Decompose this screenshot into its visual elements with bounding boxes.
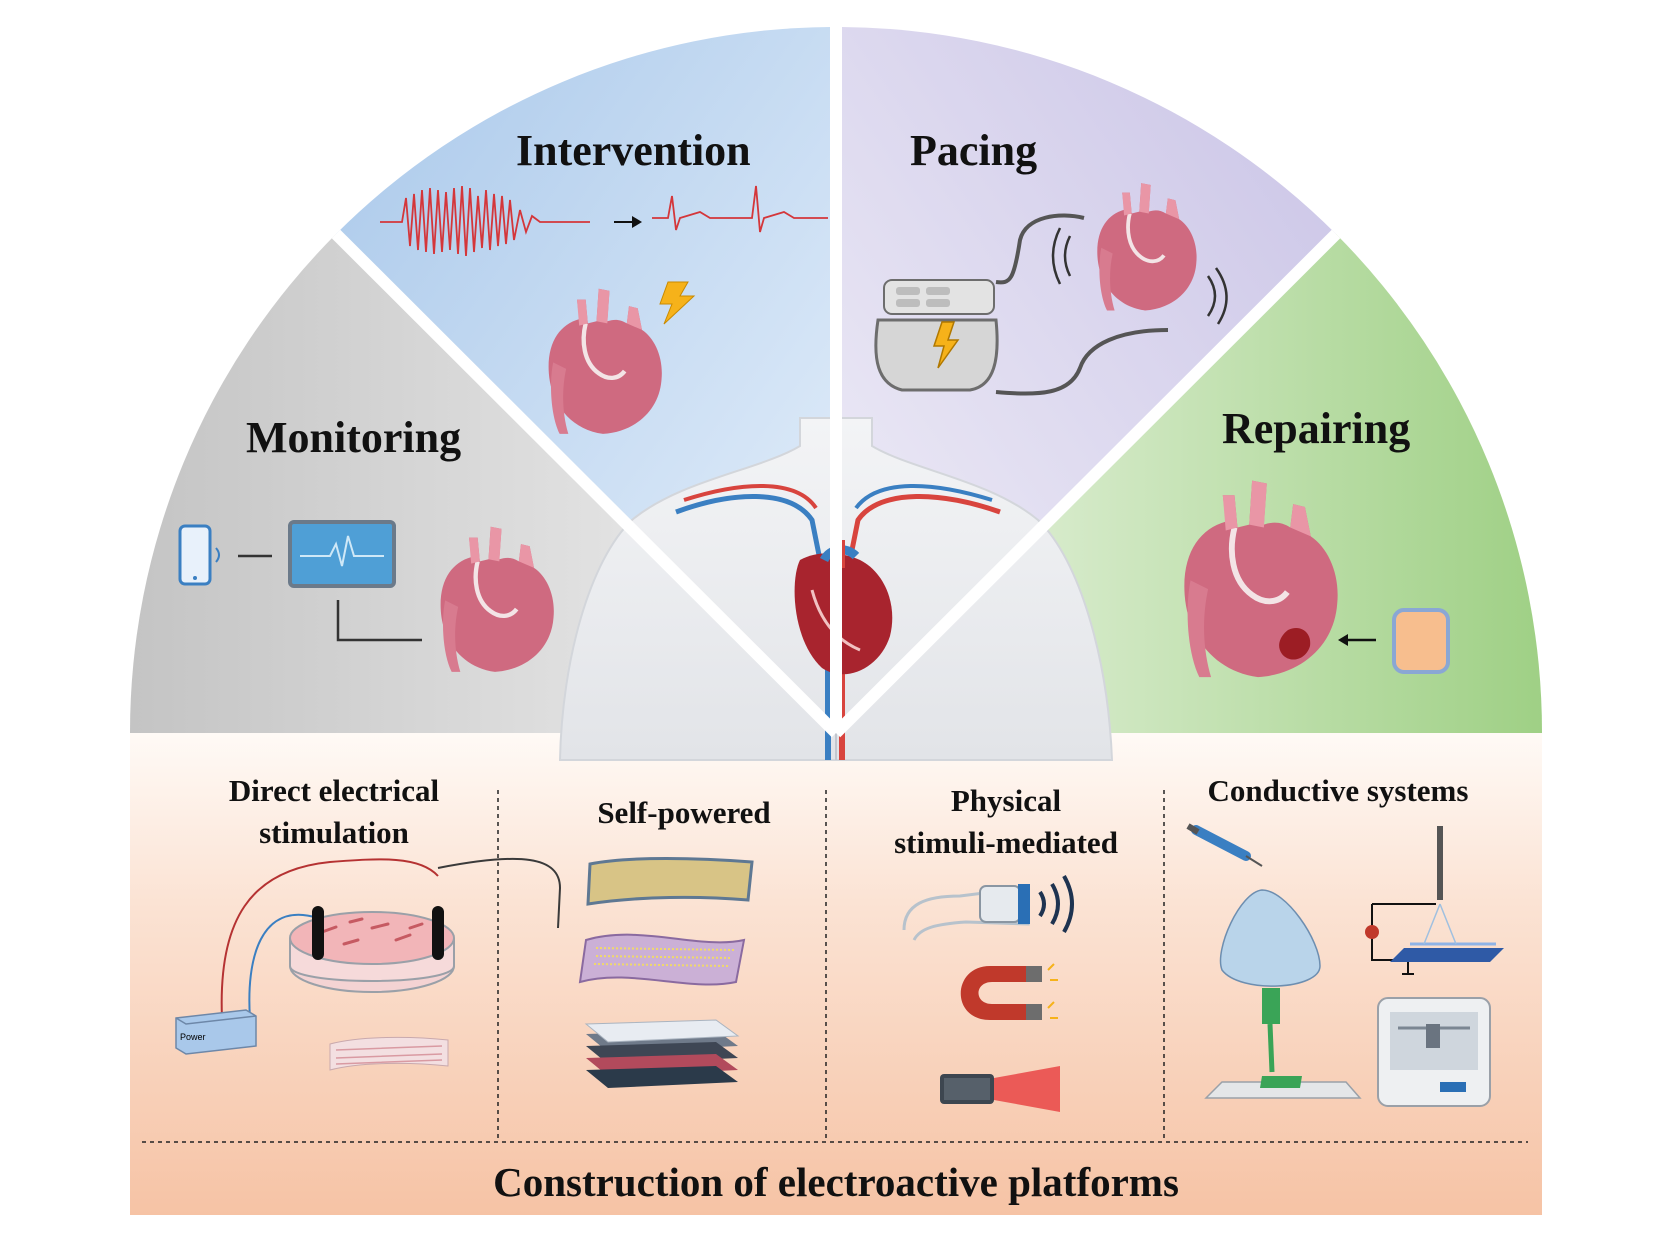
magnet-icon bbox=[960, 963, 1058, 1020]
monitoring-title: Monitoring bbox=[246, 413, 462, 462]
syringe-icon bbox=[1186, 823, 1263, 867]
repairing-title: Repairing bbox=[1222, 404, 1411, 453]
sinus-rhythm-waveform bbox=[652, 185, 828, 233]
pacing-title: Pacing bbox=[910, 126, 1038, 175]
electrospinning-icon bbox=[1365, 826, 1504, 975]
ultrasound-probe-icon bbox=[902, 875, 1074, 941]
ecg-monitor-icon bbox=[288, 520, 396, 588]
direct-stimulation-line1: Direct electrical bbox=[228, 773, 440, 808]
smartphone-icon bbox=[178, 524, 220, 586]
lightning-icon bbox=[659, 281, 696, 325]
physical-stimuli-line2: stimuli-mediated bbox=[894, 825, 1118, 860]
fibrillation-waveform bbox=[380, 185, 590, 257]
conductive-systems-title: Conductive systems bbox=[1207, 773, 1469, 808]
pacemaker-icon bbox=[874, 279, 999, 392]
physical-stimuli-line1: Physical bbox=[950, 783, 1062, 818]
footer-title: Construction of electroactive platforms bbox=[493, 1159, 1179, 1205]
physical-stimuli-title: Physical stimuli-mediated bbox=[868, 780, 1144, 864]
pacing-lead-lower bbox=[995, 328, 1169, 396]
artery-right bbox=[847, 493, 1001, 561]
extrusion-printing-icon bbox=[1204, 988, 1362, 1099]
light-source-icon bbox=[940, 1066, 1060, 1112]
intervention-title: Intervention bbox=[516, 126, 751, 175]
infarct-region bbox=[1279, 627, 1311, 660]
direct-stimulation-line2: stimulation bbox=[259, 815, 409, 850]
stimulation-setup-icon bbox=[175, 857, 562, 1071]
direct-stimulation-title: Direct electrical stimulation bbox=[200, 770, 468, 854]
self-powered-title: Self-powered bbox=[597, 795, 771, 830]
power-label: Power bbox=[180, 1032, 206, 1042]
nanogenerator-icon bbox=[578, 857, 754, 1088]
pacing-lead-upper bbox=[995, 213, 1085, 285]
3d-printer-icon bbox=[1377, 997, 1491, 1107]
artery-left bbox=[675, 493, 823, 561]
cardiac-patch-icon bbox=[1392, 608, 1450, 674]
hydrogel-icon bbox=[1219, 889, 1321, 987]
